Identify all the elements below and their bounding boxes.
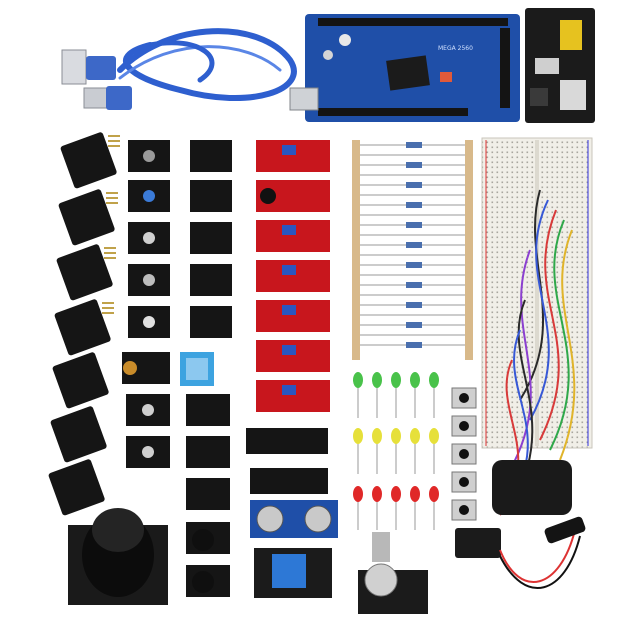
sensor-module <box>48 459 105 516</box>
usb-b-plug <box>83 86 132 110</box>
rotary-potentiometer <box>358 532 428 614</box>
tactile-button-set <box>451 387 477 521</box>
led-set <box>353 372 439 530</box>
relay-module <box>254 548 332 598</box>
ultrasonic-sensor <box>250 500 338 538</box>
joystick-module <box>68 508 168 605</box>
red-sensor-module <box>256 340 330 372</box>
board-label: MEGA 2560 <box>438 45 473 52</box>
red-sensor-module <box>256 260 330 292</box>
resistor-strip <box>352 140 473 360</box>
dht-sensor <box>180 352 214 386</box>
sensor-module <box>54 299 111 356</box>
sensor-module <box>186 394 230 426</box>
module-components-col-2 <box>123 150 155 458</box>
red-module-parts <box>260 145 296 395</box>
sensor-module-column-1 <box>48 132 117 516</box>
sensor-module <box>190 264 232 296</box>
sensor-module <box>190 222 232 254</box>
battery-clip-with-dc-plug <box>455 516 586 589</box>
sensor-module-column-3 <box>186 140 232 597</box>
sensor-module <box>186 436 230 468</box>
buzzer <box>192 529 214 593</box>
red-sensor-module <box>256 380 330 412</box>
jumper-wire-bundle <box>499 189 576 516</box>
ir-tracker-modules <box>246 428 328 494</box>
sensor-module <box>52 352 109 409</box>
sensor-module <box>186 478 230 510</box>
sensor-module <box>58 189 115 246</box>
red-sensor-module <box>256 300 330 332</box>
usb-a-plug <box>61 49 116 85</box>
jumper-pin-cluster <box>492 460 572 515</box>
sensor-module <box>60 132 117 189</box>
sensor-module <box>190 306 232 338</box>
sensor-module <box>56 244 113 301</box>
red-sensor-module <box>256 140 330 172</box>
breadboard-power-module <box>525 8 595 123</box>
sensor-module <box>190 180 232 212</box>
sensor-module <box>190 140 232 172</box>
solderless-breadboard <box>481 137 593 449</box>
sensor-module <box>50 406 107 463</box>
pin-headers-col-1 <box>102 135 120 314</box>
red-sensor-module-column <box>256 140 330 412</box>
arduino-mega-board: MEGA 2560 <box>289 14 520 122</box>
usb-cable-icon <box>117 28 297 102</box>
red-sensor-module <box>256 220 330 252</box>
